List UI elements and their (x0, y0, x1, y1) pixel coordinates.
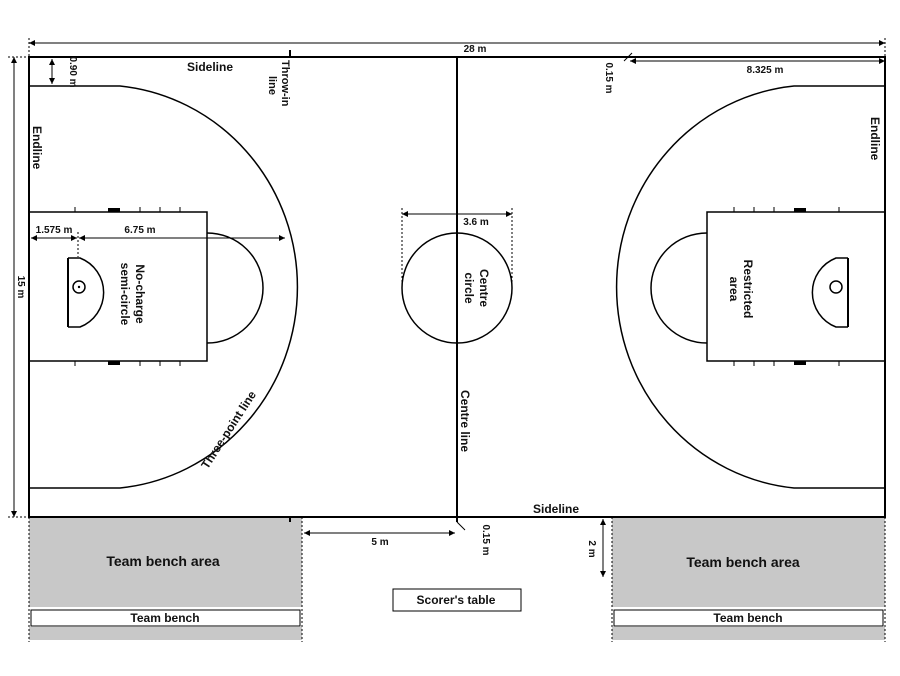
bench-strip-right (612, 627, 885, 640)
left-half (28, 85, 299, 489)
label-centre-circle-1: Centre (477, 269, 491, 307)
label-no-charge-1: No-charge (133, 264, 147, 324)
dim-label-1575m: 1.575 m (36, 225, 73, 236)
lane-block-left-bottom (108, 361, 120, 365)
lane-block-left-top (108, 208, 120, 212)
label-centre-line: Centre line (458, 390, 472, 452)
dim-label-015m-top: 0.15 m (603, 62, 614, 93)
label-team-bench-left: Team bench (130, 611, 199, 625)
dim-label-36m: 3.6 m (463, 217, 489, 228)
label-throw-in-2: line (266, 76, 278, 95)
label-restricted-2: area (727, 277, 741, 302)
basket-right (829, 280, 843, 294)
label-three-point-line: Three-point line (198, 388, 259, 471)
label-scorers-table: Scorer's table (417, 593, 496, 607)
dim-label-5m: 5 m (371, 537, 388, 548)
team-bench-area-right (612, 517, 885, 607)
dim-label-15m: 15 m (15, 276, 26, 299)
right-half (615, 85, 886, 489)
dim-tick-015-bottom (456, 521, 466, 531)
three-point-line-right (615, 85, 885, 489)
free-throw-circle-right (650, 232, 708, 344)
dim-label-28m: 28 m (464, 44, 487, 55)
bench-zone-right (611, 517, 886, 642)
label-restricted-1: Restricted (741, 260, 755, 319)
bench-zone-left (28, 517, 303, 642)
label-throw-in-1: Throw-in (279, 60, 291, 107)
scorers-table (392, 588, 522, 612)
label-sideline-bottom: Sideline (533, 502, 579, 516)
label-team-bench-area-right: Team bench area (686, 554, 800, 570)
label-endline-left: Endline (30, 126, 44, 170)
three-point-line-left (29, 85, 299, 489)
label-team-bench-area-left: Team bench area (106, 553, 220, 569)
lane-block-right-top (794, 208, 806, 212)
basket-dot-left (77, 285, 81, 289)
free-throw-circle-left (206, 232, 264, 344)
dim-label-2m: 2 m (586, 540, 597, 557)
dimension-lines (8, 38, 886, 577)
team-bench-left (30, 609, 301, 627)
label-endline-right: Endline (868, 117, 882, 161)
dim-tick-015-top (623, 52, 633, 62)
no-charge-semicircle-left (68, 257, 105, 328)
label-no-charge-2: semi-circle (118, 263, 132, 326)
label-centre-circle-2: circle (462, 272, 476, 304)
basket-left (72, 280, 86, 294)
dim-label-675m: 6.75 m (124, 225, 155, 236)
label-sideline-top: Sideline (187, 60, 233, 74)
dim-label-8325m: 8.325 m (747, 65, 784, 76)
no-charge-semicircle-right (811, 257, 848, 328)
centre-circle (401, 232, 513, 344)
dim-label-015m-bottom: 0.15 m (480, 524, 491, 555)
lane-block-right-bottom (794, 361, 806, 365)
bench-strip-left (29, 627, 302, 640)
label-team-bench-right: Team bench (713, 611, 782, 625)
team-bench-area-left (29, 517, 302, 607)
team-bench-right (613, 609, 884, 627)
dim-label-090m: 0.90 m (67, 56, 78, 87)
